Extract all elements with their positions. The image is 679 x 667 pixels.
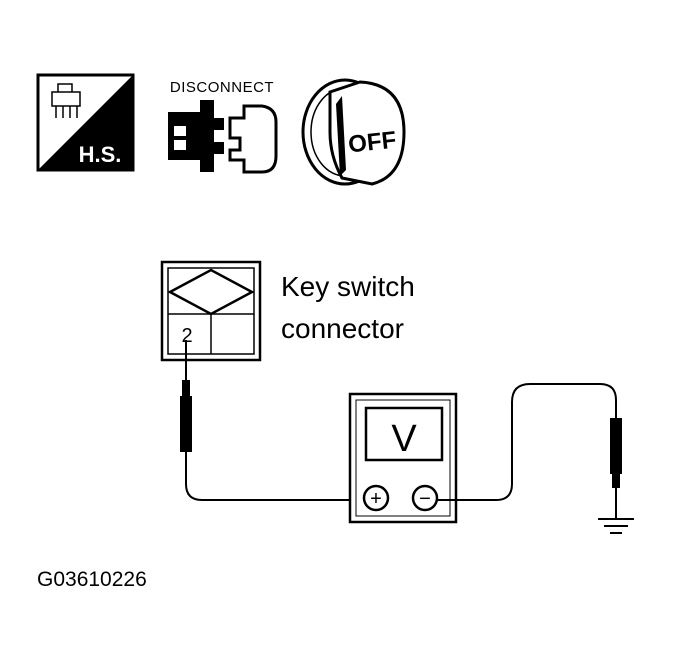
meter-display: V — [391, 418, 417, 460]
negative-lead-wire — [437, 383, 617, 501]
hs-icon: H.S. — [36, 73, 135, 172]
ground-icon — [598, 518, 634, 534]
positive-symbol: + — [370, 488, 382, 510]
negative-probe — [610, 418, 622, 518]
hs-label: H.S. — [79, 142, 122, 167]
negative-terminal — [411, 484, 439, 512]
positive-terminal — [362, 484, 390, 512]
ignition-off-icon: OFF — [301, 78, 406, 186]
connector-label-line2: connector — [281, 313, 404, 344]
positive-lead-wire — [185, 452, 365, 501]
positive-probe — [180, 340, 192, 452]
key-switch-connector: 2 — [160, 260, 262, 362]
voltmeter: V + − — [348, 392, 458, 524]
pin-number: 2 — [181, 325, 192, 347]
ignition-label: OFF — [347, 127, 398, 159]
disconnect-label: DISCONNECT — [170, 79, 274, 96]
figure-code: G03610226 — [37, 568, 147, 591]
negative-symbol: − — [419, 488, 431, 510]
connector-label-line1: Key switch — [281, 271, 415, 302]
disconnect-icon: DISCONNECT — [168, 79, 278, 174]
